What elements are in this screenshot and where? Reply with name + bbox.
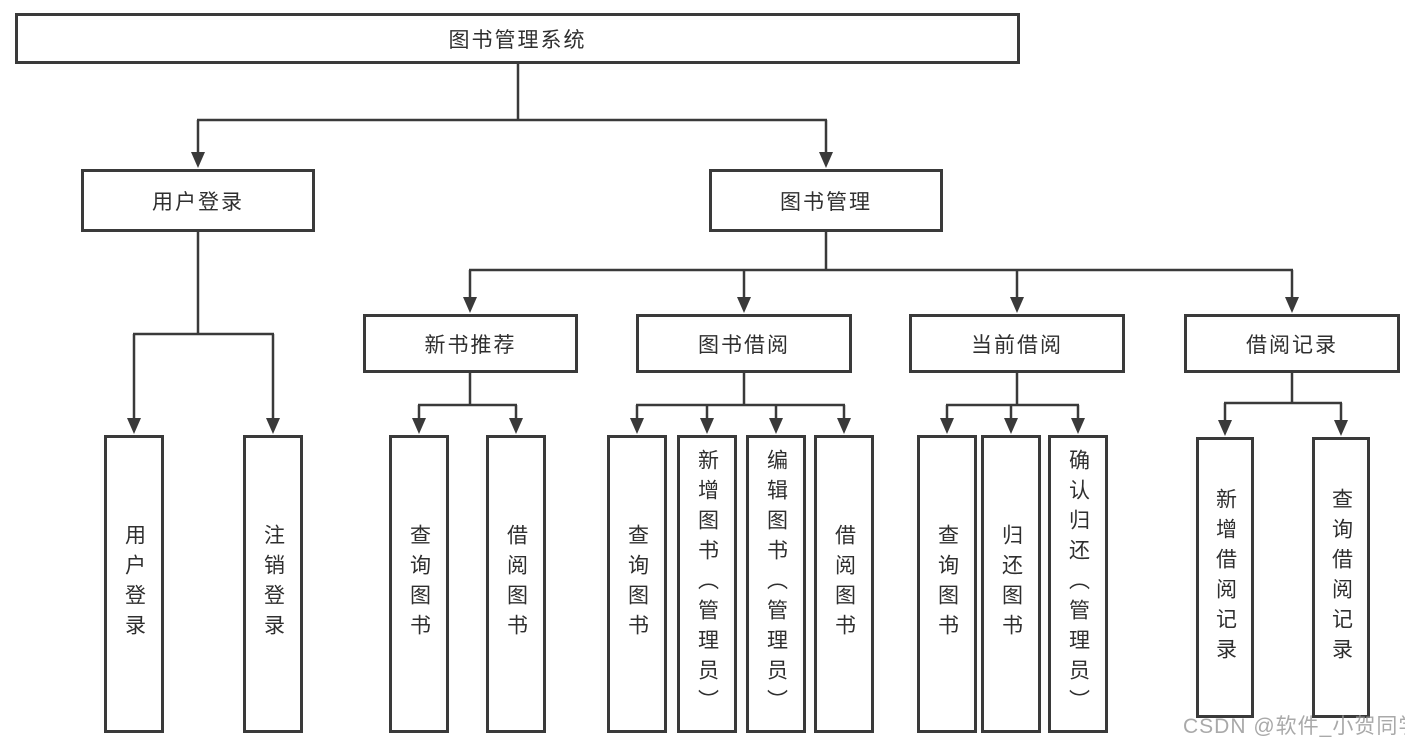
leaf-logout: 注销登录 (243, 435, 303, 733)
leaf-add-book-admin-label: 新增图书（管理员） (695, 449, 719, 719)
leaf-confirm-return-admin-label: 确认归还（管理员） (1066, 449, 1090, 719)
leaf-add-borrow-record-label: 新增借阅记录 (1213, 487, 1237, 668)
node-borrow-records-label: 借阅记录 (1246, 333, 1338, 357)
csdn-watermark: CSDN @软件_小贺同学 (1183, 715, 1405, 738)
leaf-edit-book-admin: 编辑图书（管理员） (746, 435, 806, 733)
leaf-user-login-label: 用户登录 (122, 524, 146, 644)
leaf-add-borrow-record: 新增借阅记录 (1196, 437, 1254, 718)
leaf-query-borrow-record-label: 查询借阅记录 (1329, 487, 1353, 668)
leaf-logout-label: 注销登录 (261, 524, 285, 644)
leaf-query-books-recommend-label: 查询图书 (407, 524, 431, 644)
leaf-query-books-borrowing-label: 查询图书 (625, 524, 649, 644)
leaf-confirm-return-admin: 确认归还（管理员） (1048, 435, 1108, 733)
node-new-book-recommend-label: 新书推荐 (424, 333, 517, 357)
leaf-borrow-books-recommend-label: 借阅图书 (504, 524, 528, 644)
leaf-borrow-books-label: 借阅图书 (832, 524, 856, 644)
node-borrow-records: 借阅记录 (1184, 314, 1400, 373)
leaf-query-books-borrowing: 查询图书 (607, 435, 667, 733)
leaf-add-book-admin: 新增图书（管理员） (677, 435, 737, 733)
node-book-borrowing-label: 图书借阅 (698, 333, 790, 357)
node-root: 图书管理系统 (15, 13, 1020, 64)
leaf-borrow-books: 借阅图书 (814, 435, 874, 733)
node-new-book-recommend: 新书推荐 (363, 314, 578, 373)
node-book-management-label: 图书管理 (780, 190, 872, 214)
node-book-management: 图书管理 (709, 169, 943, 232)
connectors (127, 64, 1348, 436)
leaf-user-login: 用户登录 (104, 435, 164, 733)
leaf-query-books-current: 查询图书 (917, 435, 977, 733)
leaf-query-books-current-label: 查询图书 (935, 524, 959, 644)
node-user-login: 用户登录 (81, 169, 315, 232)
leaf-return-book-label: 归还图书 (999, 524, 1023, 644)
leaf-query-borrow-record: 查询借阅记录 (1312, 437, 1370, 718)
node-book-borrowing: 图书借阅 (636, 314, 852, 373)
node-current-borrowing-label: 当前借阅 (971, 333, 1063, 357)
node-current-borrowing: 当前借阅 (909, 314, 1125, 373)
leaf-borrow-books-recommend: 借阅图书 (486, 435, 546, 733)
node-user-login-label: 用户登录 (152, 190, 244, 214)
node-root-label: 图书管理系统 (448, 28, 587, 52)
leaf-query-books-recommend: 查询图书 (389, 435, 449, 733)
leaf-edit-book-admin-label: 编辑图书（管理员） (764, 449, 788, 719)
leaf-return-book: 归还图书 (981, 435, 1041, 733)
